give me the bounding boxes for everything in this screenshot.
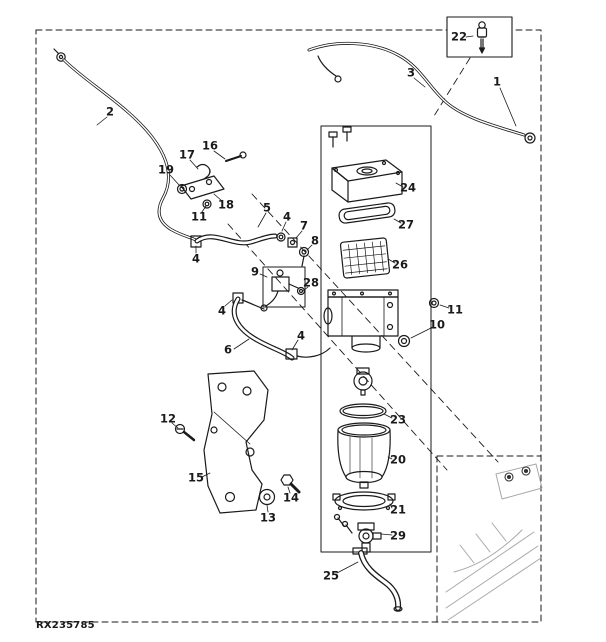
injector-icon — [476, 21, 488, 54]
machine-context-art — [445, 463, 543, 621]
hose-6 — [231, 292, 331, 361]
filter-housing — [323, 289, 440, 396]
plug-14 — [280, 474, 301, 494]
nut-11-right — [428, 297, 440, 309]
check-valve-9 — [241, 266, 306, 312]
filter-assembly-boundary — [320, 125, 432, 553]
o-ring-23 — [339, 403, 387, 419]
washer-13 — [258, 488, 276, 506]
bolt-12 — [174, 423, 196, 442]
drain-hose-25 — [352, 547, 403, 612]
diagram-boundary-dashed — [35, 29, 542, 623]
drain-valve-29 — [357, 522, 382, 553]
injector-inset-box — [446, 16, 513, 58]
sensor-stem — [356, 367, 370, 375]
line-clamp-hardware — [176, 151, 247, 209]
clamp-4-center — [285, 348, 298, 360]
reference-dashed-lines — [227, 57, 499, 471]
cover-bolts — [328, 126, 352, 148]
filter-head-24 — [331, 159, 403, 203]
machine-mounting-bolts — [504, 466, 531, 482]
callout-leader-lines — [96, 35, 517, 574]
hose-5 — [190, 233, 278, 248]
figure-id: RX235785 — [36, 620, 95, 631]
filter-bowl-20 — [337, 422, 391, 489]
clip-17 — [196, 163, 211, 180]
plate-18 — [180, 175, 225, 200]
location-boundary-dashed — [436, 455, 542, 623]
fittings-4-7-8 — [276, 232, 310, 267]
retainer-screws — [333, 513, 353, 534]
water-sensor — [353, 371, 373, 391]
fuel-line-3 — [307, 41, 536, 144]
gasket-27 — [338, 202, 396, 224]
fuel-line-2 — [53, 48, 198, 242]
mounting-bracket-15 — [203, 370, 269, 514]
plug-10 — [397, 334, 411, 348]
filter-element-26 — [339, 237, 391, 279]
retainer-ring-21 — [332, 491, 396, 511]
